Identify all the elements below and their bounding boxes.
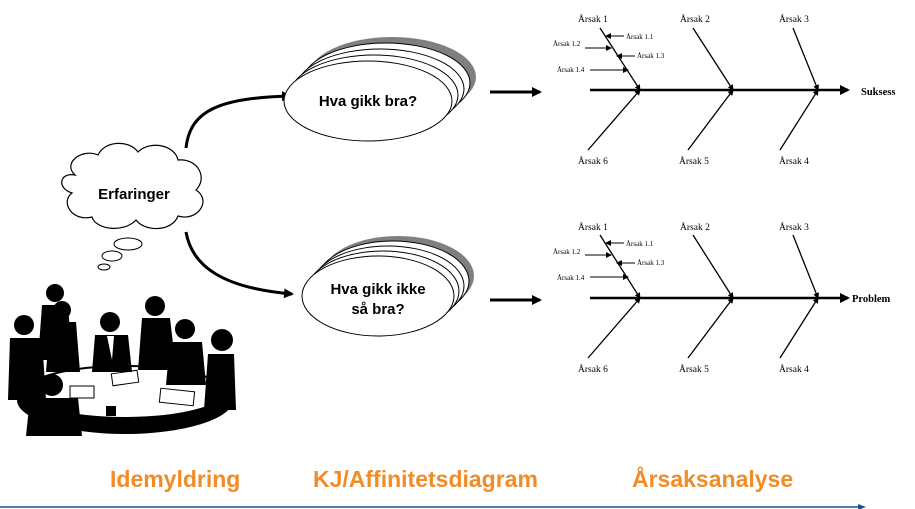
stage-label-root-cause: Årsaksanalyse	[632, 466, 794, 492]
top-subcause-1-3: Årsak 1.3	[637, 52, 665, 60]
top-subcause-1-4: Årsak 1.4	[557, 66, 585, 74]
bottom-effect-label: Problem	[852, 294, 891, 305]
stage-label-affinity: KJ/Affinitetsdiagram	[313, 466, 538, 492]
bottom-subcause-1-4: Årsak 1.4	[557, 274, 585, 282]
top-cause-3: Årsak 3	[779, 13, 809, 25]
bottom-cause-3: Årsak 3	[779, 221, 809, 233]
top-cause-6: Årsak 6	[578, 155, 608, 167]
meeting-people-illustration	[8, 284, 236, 436]
thought-cloud	[61, 142, 204, 271]
bottom-cause-4: Årsak 4	[779, 363, 809, 375]
bottom-cause-5: Årsak 5	[679, 363, 709, 375]
top-effect-label: Suksess	[861, 87, 895, 98]
stack-ellipses-top	[283, 37, 476, 142]
thought-cloud-label: Erfaringer	[98, 186, 170, 203]
stack-ellipses-bottom	[301, 236, 474, 337]
stage-label-idemyldring: Idemyldring	[110, 466, 241, 492]
bottom-subcause-1-2: Årsak 1.2	[553, 248, 581, 256]
bottom-subcause-1-1: Årsak 1.1	[626, 240, 654, 248]
bottom-cause-2: Årsak 2	[680, 221, 710, 233]
stack-label-top: Hva gikk bra?	[319, 93, 417, 110]
bottom-cause-1: Årsak 1	[578, 221, 608, 233]
stack-label-bottom-line1: Hva gikk ikke	[330, 281, 425, 298]
top-cause-4: Årsak 4	[779, 155, 809, 167]
bottom-cause-6: Årsak 6	[578, 363, 608, 375]
bottom-subcause-1-3: Årsak 1.3	[637, 259, 665, 267]
top-cause-1: Årsak 1	[578, 13, 608, 25]
connector-top	[184, 91, 292, 149]
top-subcause-1-2: Årsak 1.2	[553, 40, 581, 48]
top-cause-2: Årsak 2	[680, 13, 710, 25]
fishbone-top	[585, 27, 850, 151]
stack-label-bottom-line2: så bra?	[351, 301, 404, 318]
fishbone-bottom	[585, 234, 850, 359]
top-subcause-1-1: Årsak 1.1	[626, 33, 654, 41]
timeline-arrowhead	[858, 504, 866, 509]
connector-bottom	[184, 231, 294, 299]
top-cause-5: Årsak 5	[679, 155, 709, 167]
